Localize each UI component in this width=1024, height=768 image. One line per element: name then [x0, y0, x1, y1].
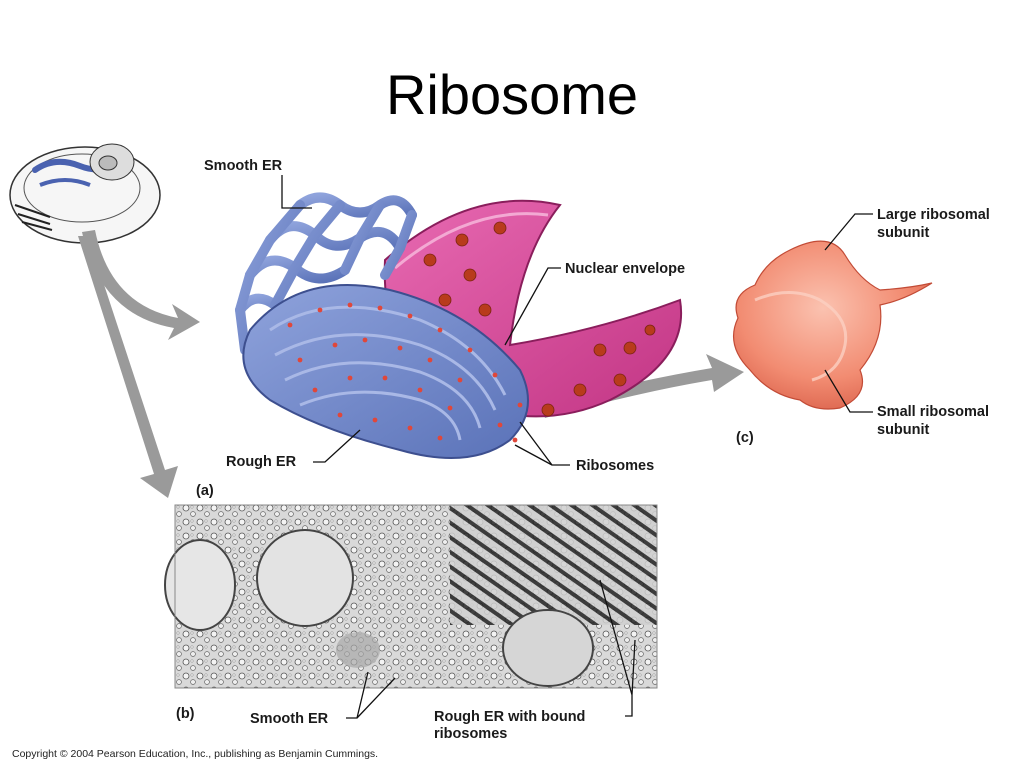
smooth-er-network	[234, 192, 417, 355]
label-small-subunit-line2: subunit	[877, 422, 930, 438]
label-rough-er: Rough ER	[226, 454, 297, 470]
copyright-notice: Copyright © 2004 Pearson Education, Inc.…	[12, 748, 379, 760]
label-smooth-er: Smooth ER	[204, 158, 283, 174]
ribosome-model	[732, 240, 933, 410]
leader-lines	[281, 175, 873, 719]
rough-er-sheets	[242, 284, 529, 459]
label-nuclear-envelope: Nuclear envelope	[565, 261, 686, 277]
label-small-subunit-line1: Small ribosomal	[877, 404, 990, 420]
label-micro-rough-er-line2: ribosomes	[434, 726, 508, 742]
label-large-subunit-line1: Large ribosomal	[877, 207, 990, 223]
panel-b-tag: (b)	[176, 706, 195, 722]
cell-thumbnail	[9, 143, 161, 244]
label-large-subunit-line2: subunit	[877, 225, 930, 241]
label-ribosomes: Ribosomes	[576, 458, 655, 474]
micrograph	[164, 504, 658, 689]
panel-c-tag: (c)	[736, 430, 754, 446]
label-micro-rough-er-line1: Rough ER with bound	[434, 709, 586, 725]
slide-title: Ribosome	[385, 63, 639, 126]
panel-a-tag: (a)	[196, 483, 214, 499]
label-micro-smooth-er: Smooth ER	[250, 711, 329, 727]
